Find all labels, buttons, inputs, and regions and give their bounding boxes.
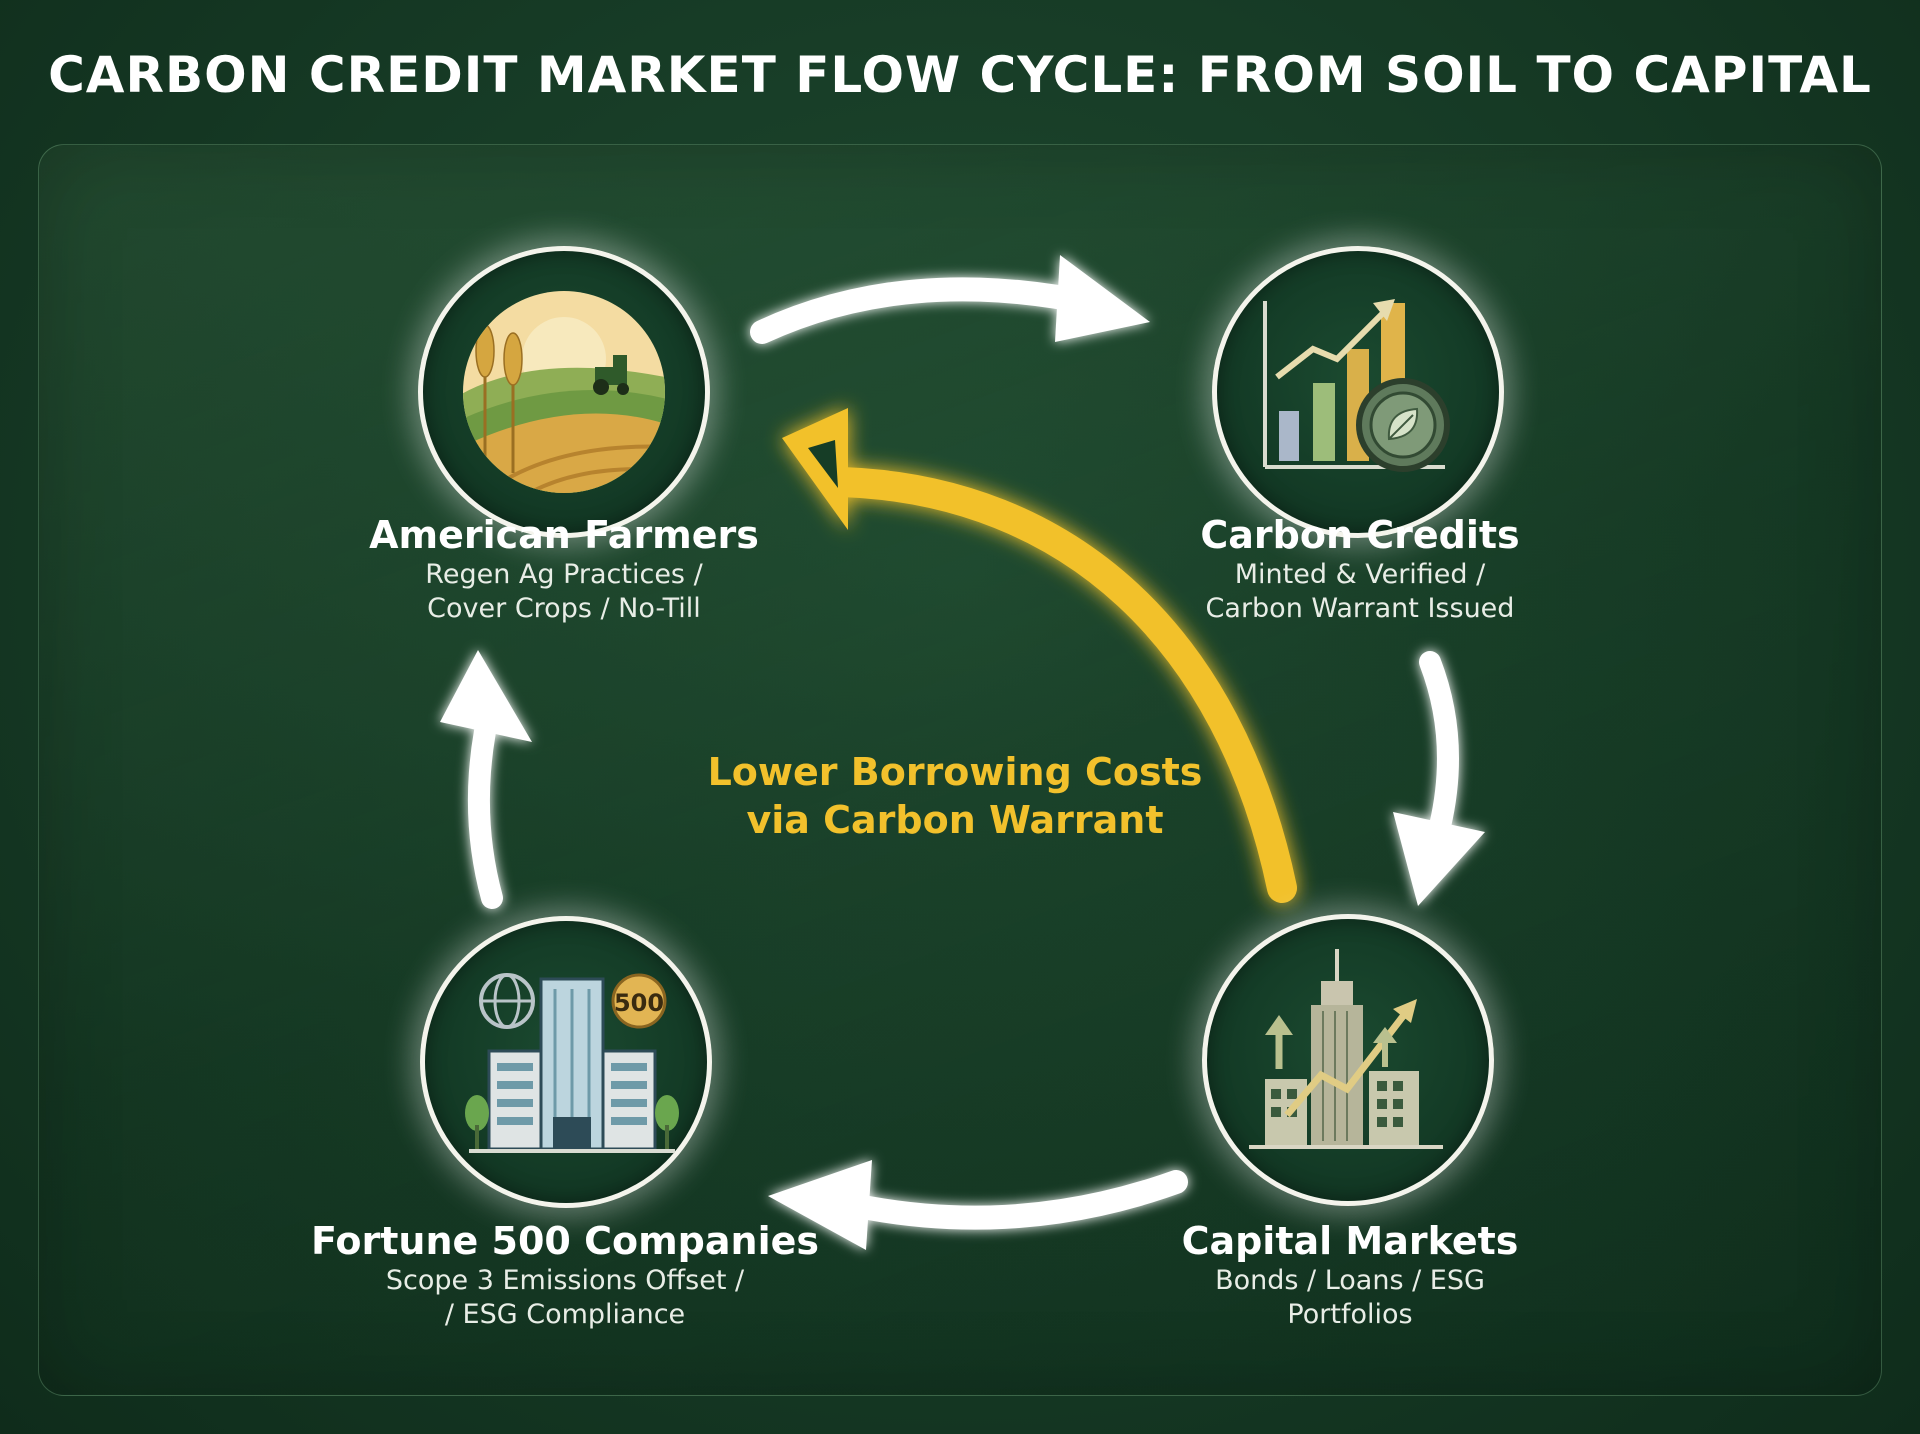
node-subtitle-line: Carbon Warrant Issued	[1205, 593, 1515, 624]
label-fortune-500: Fortune 500 Companies Scope 3 Emissions …	[300, 1218, 830, 1332]
arrow-fortune-to-farmers	[440, 650, 532, 909]
node-subtitle-line: Cover Crops / No-Till	[427, 593, 701, 624]
node-title: Fortune 500 Companies	[311, 1219, 819, 1263]
badge-text: 500	[614, 989, 664, 1017]
farm-field-icon	[463, 291, 665, 493]
arrow-borrowing-costs	[782, 408, 1297, 903]
node-subtitle-line: Regen Ag Practices /	[425, 559, 703, 590]
node-subtitle-line: Scope 3 Emissions Offset /	[385, 1265, 745, 1296]
center-label-borrowing-costs: Lower Borrowing Costs via Carbon Warrant	[660, 748, 1250, 844]
node-subtitle-line: / ESG Compliance	[444, 1299, 686, 1330]
corporate-building-icon: 500	[465, 973, 679, 1153]
node-capital-markets	[1202, 914, 1494, 1206]
chart-coin-icon	[1263, 299, 1450, 472]
node-carbon-credits	[1212, 246, 1504, 538]
arrow-credits-to-markets	[1393, 651, 1485, 906]
node-subtitle-line: Bonds / Loans / ESG	[1215, 1265, 1485, 1296]
node-title: Carbon Credits	[1200, 513, 1520, 557]
arrow-farmers-to-credits	[750, 255, 1150, 344]
node-american-farmers	[418, 246, 710, 538]
node-subtitle-line: Portfolios	[1287, 1299, 1413, 1330]
label-capital-markets: Capital Markets Bonds / Loans / ESG Port…	[1120, 1218, 1580, 1332]
node-fortune-500: 500	[420, 916, 712, 1208]
label-american-farmers: American Farmers Regen Ag Practices / Co…	[318, 512, 810, 626]
center-label-line: via Carbon Warrant	[746, 798, 1164, 842]
skyscraper-growth-icon	[1249, 949, 1443, 1149]
node-title: American Farmers	[369, 513, 759, 557]
arrow-markets-to-fortune	[768, 1160, 1188, 1250]
center-label-line: Lower Borrowing Costs	[707, 750, 1203, 794]
page-title: CARBON CREDIT MARKET FLOW CYCLE: FROM SO…	[48, 46, 1872, 104]
node-subtitle-line: Minted & Verified /	[1234, 559, 1486, 590]
coin-badge-icon	[611, 973, 667, 1029]
label-carbon-credits: Carbon Credits Minted & Verified / Carbo…	[1120, 512, 1600, 626]
node-title: Capital Markets	[1181, 1219, 1519, 1263]
diagram-panel	[38, 144, 1882, 1396]
